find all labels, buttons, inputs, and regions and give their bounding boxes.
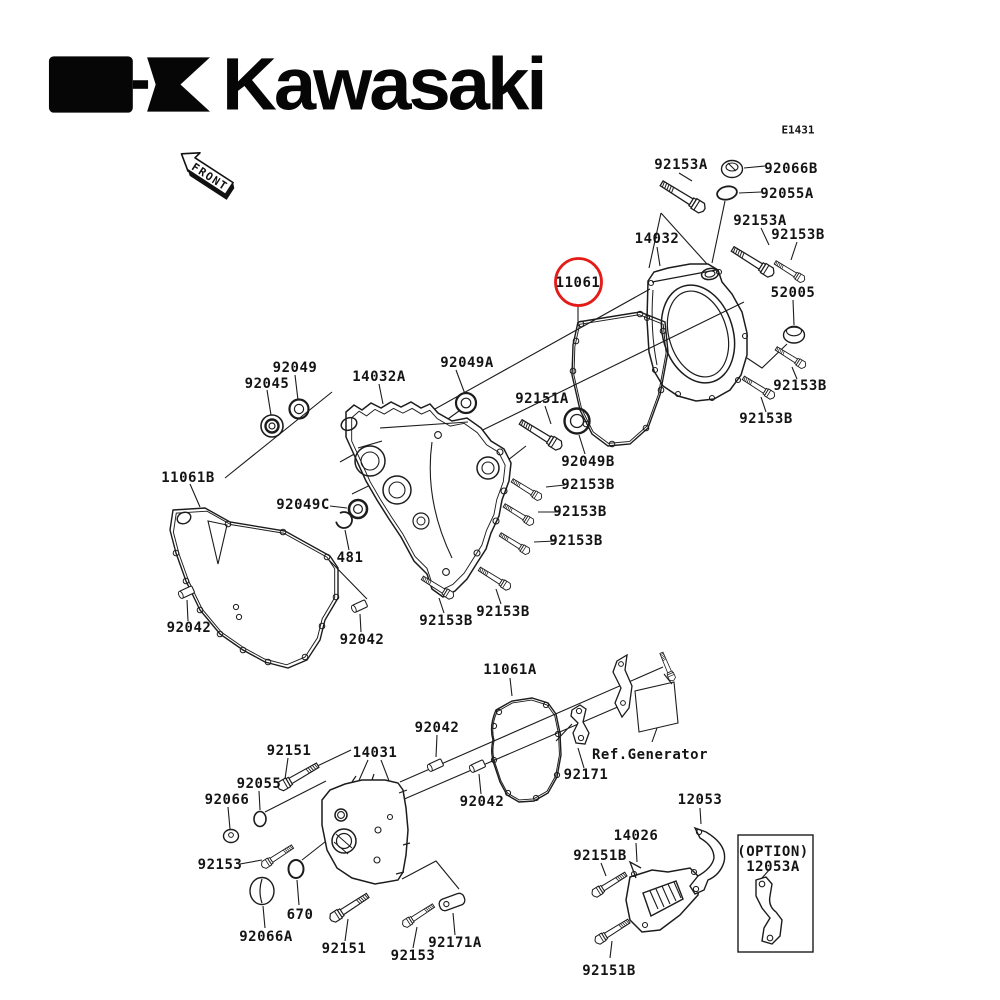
gasket-11061-drawing (569, 310, 669, 448)
part-label-14031: 14031 (352, 745, 398, 761)
part-label-92153b: 92153B (773, 378, 827, 394)
kawasaki-logo: Kawasaki (48, 42, 547, 127)
leader-lines (186, 165, 798, 959)
part-label-52005: 52005 (770, 285, 816, 301)
highlight-circle (554, 257, 603, 307)
part-label-92153b: 92153B (476, 604, 530, 620)
part-label-92066b: 92066B (764, 161, 818, 177)
part-label-92045: 92045 (244, 376, 290, 392)
crankcase-14032A-drawing (340, 401, 512, 598)
o-ring-92055A-drawing (716, 185, 738, 201)
part-label-92151: 92151 (266, 743, 312, 759)
part-label-92042: 92042 (414, 720, 460, 736)
part-label-option: (OPTION) (737, 844, 809, 860)
part-label-92151a: 92151A (515, 391, 569, 407)
snap-ring-481-drawing (335, 511, 353, 529)
o-ring-670-drawing (287, 859, 305, 879)
cover-14031-drawing (321, 773, 411, 885)
part-label-92171: 92171 (563, 767, 609, 783)
part-label-refgenerator: Ref.Generator (591, 747, 709, 763)
bracket-12053A-drawing (755, 876, 783, 945)
seal-and-ring-drawings (222, 159, 806, 906)
part-label-92049c: 92049C (276, 497, 330, 513)
generator-bracket-drawing (612, 653, 679, 733)
chain-cover-14026-drawing (625, 860, 701, 933)
part-label-92049b: 92049B (561, 454, 615, 470)
part-label-92153b: 92153B (553, 504, 607, 520)
part-label-92042: 92042 (166, 620, 212, 636)
part-label-481: 481 (336, 550, 364, 566)
part-label-12053: 12053 (677, 792, 723, 808)
part-label-92151b: 92151B (573, 848, 627, 864)
cap-92066-drawing (222, 828, 240, 844)
part-label-14026: 14026 (613, 828, 659, 844)
part-label-92153b: 92153B (549, 533, 603, 549)
option-box (737, 834, 814, 953)
bracket-12053-drawing (689, 826, 726, 895)
cap-92066B-drawing (720, 159, 744, 179)
part-label-11061b: 11061B (161, 470, 215, 486)
clutch-cover-14032-drawing (643, 263, 749, 402)
part-label-92153: 92153 (390, 948, 436, 964)
part-label-92153b: 92153B (561, 477, 615, 493)
part-label-92049a: 92049A (440, 355, 494, 371)
gasket-11061A-drawing (490, 697, 562, 803)
part-label-92151: 92151 (321, 941, 367, 957)
part-label-11061a: 11061A (483, 662, 537, 678)
part-label-92153b: 92153B (419, 613, 473, 629)
lever-92171-drawing (570, 704, 590, 745)
part-label-92153a: 92153A (733, 213, 787, 229)
part-label-92153b: 92153B (771, 227, 825, 243)
disc-92066A-drawing (249, 876, 275, 906)
part-label-92171a: 92171A (428, 935, 482, 951)
part-label-92049: 92049 (272, 360, 318, 376)
part-label-92066: 92066 (204, 792, 250, 808)
plate-92171A-drawing (438, 892, 466, 912)
part-label-14032a: 14032A (352, 369, 406, 385)
gasket-11061B-drawing (169, 507, 340, 669)
part-label-670: 670 (286, 907, 314, 923)
part-label-92151b: 92151B (582, 963, 636, 979)
part-label-92055: 92055 (236, 776, 282, 792)
part-label-14032: 14032 (634, 231, 680, 247)
part-label-92153: 92153 (197, 857, 243, 873)
part-label-92066a: 92066A (239, 929, 293, 945)
part-label-92042: 92042 (459, 794, 505, 810)
part-label-92042: 92042 (339, 632, 385, 648)
kawasaki-river-mark-icon (48, 56, 210, 113)
part-label-e1431: E1431 (781, 123, 815, 137)
part-label-92153b: 92153B (739, 411, 793, 427)
o-ring-92055-drawing (253, 810, 267, 828)
logo-text: Kawasaki (222, 42, 547, 127)
part-label-92153a: 92153A (654, 157, 708, 173)
part-label-11061: 11061 (555, 275, 601, 291)
part-label-12053a: 12053A (746, 859, 800, 875)
part-label-92055a: 92055A (760, 186, 814, 202)
plug-52005-drawing (782, 325, 806, 344)
